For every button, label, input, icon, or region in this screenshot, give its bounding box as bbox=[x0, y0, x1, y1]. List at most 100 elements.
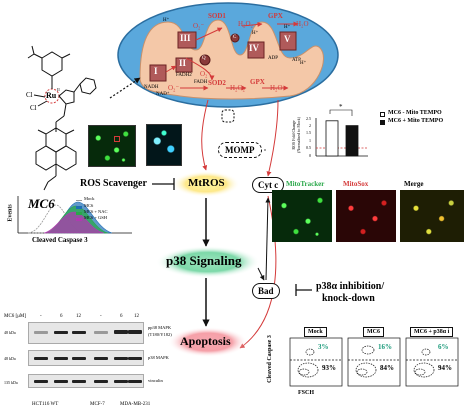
ros-scavenger-inhibition bbox=[152, 178, 175, 190]
micro-image-mitosox bbox=[336, 190, 396, 242]
flow-bottom-0: 93% bbox=[322, 364, 336, 372]
wb-band bbox=[128, 380, 142, 383]
micro-title-mitosox: MitoSox bbox=[343, 180, 369, 188]
cell-image-zoom bbox=[146, 124, 182, 166]
p38-inhibitor-inhibition bbox=[295, 284, 312, 296]
hplus-label-2: H⁺ bbox=[252, 31, 259, 36]
micro-image-mitotracker bbox=[272, 190, 332, 242]
bar-mc6-plus-tempo bbox=[345, 125, 359, 157]
ros-bar-chart bbox=[315, 109, 368, 157]
h2o-mid-label: H₂O bbox=[270, 84, 283, 92]
wb-row-name-2: vinculin bbox=[148, 378, 163, 383]
sod1-label: SOD1 bbox=[208, 12, 226, 20]
wb-blot-row-2 bbox=[28, 374, 144, 388]
hist-legend-mc6-gsh: MC6 + GSH bbox=[84, 215, 108, 220]
legend-plus: MC6 + Mito TEMPO bbox=[388, 118, 444, 124]
apoptosis-glow bbox=[168, 327, 248, 357]
hist-legend-swatch-3 bbox=[76, 218, 82, 221]
zoom-marker bbox=[114, 136, 120, 142]
wb-kda-1: 48 kDa bbox=[4, 356, 16, 361]
complex-I-label: I bbox=[154, 66, 158, 76]
dashed-pore bbox=[221, 109, 235, 123]
gpx-mid-label: GPX bbox=[250, 78, 265, 86]
bad-node: Bad bbox=[252, 283, 280, 299]
o2-mid2-label: O₂⁻ bbox=[168, 84, 180, 92]
ros-scavenger-label: ROS Scavenger bbox=[80, 178, 147, 189]
micro-image-merge bbox=[400, 190, 464, 242]
wb-cell-line-2: MDA-MB-231 bbox=[120, 402, 151, 407]
complex-IV-box bbox=[247, 41, 265, 59]
complex-III-label: III bbox=[180, 33, 191, 43]
adp-label: ADP bbox=[268, 56, 279, 61]
hist-ylabel: Events bbox=[7, 204, 14, 222]
complex-II-label: II bbox=[179, 58, 187, 68]
hist-legend-mc6-nac: MC6 + NAC bbox=[84, 209, 108, 214]
wb-band bbox=[114, 357, 128, 360]
ru-label: Ru bbox=[46, 91, 57, 100]
flow-top-0: 3% bbox=[318, 343, 329, 351]
legend-minus: MC6 - Mito TEMPO bbox=[388, 110, 442, 116]
micro-title-merge: Merge bbox=[404, 180, 424, 188]
flow-title-2: MC6 + p38α i bbox=[410, 327, 454, 337]
flow-top-2: 6% bbox=[438, 343, 449, 351]
p38-inhibition-line2: knock-down bbox=[322, 293, 375, 304]
wb-blot-row-1 bbox=[28, 350, 144, 366]
p38-glow bbox=[156, 246, 260, 278]
wb-kda-2: 135 kDa bbox=[4, 380, 18, 385]
legend-swatch-plus bbox=[380, 120, 385, 125]
wb-band bbox=[54, 380, 68, 383]
p38-to-bad-arrow bbox=[257, 267, 265, 281]
wb-dose-2: 12 bbox=[76, 314, 81, 319]
wb-band bbox=[114, 330, 128, 334]
cl-label-1: Cl bbox=[26, 91, 33, 99]
bar-ytick-0: 0 bbox=[309, 153, 311, 158]
bar-ytick-5: 2.5 bbox=[306, 116, 311, 121]
o2-mid-label: O₂⁻ bbox=[200, 70, 212, 78]
complex-I-box bbox=[149, 64, 167, 82]
flow-top-1: 16% bbox=[378, 343, 392, 351]
h2o2-mid-label: H₂O₂ bbox=[230, 84, 245, 92]
p38-node: p38 Signaling bbox=[166, 253, 242, 268]
hist-legend-swatch-2 bbox=[76, 212, 82, 215]
wb-band bbox=[54, 331, 68, 334]
cyt-circle bbox=[230, 33, 240, 43]
cl-label-2: Cl bbox=[30, 104, 37, 112]
nadh-label: NADH bbox=[144, 85, 159, 90]
nad-label: NAD⁺ bbox=[156, 92, 170, 97]
bar-ytick-2: 1 bbox=[309, 138, 311, 143]
bar-ylabel: ROS Fold Change (Normalized to Mock) bbox=[291, 117, 301, 153]
wb-band bbox=[72, 357, 86, 360]
flow-panels bbox=[289, 337, 459, 387]
mito-to-mtros-arrow bbox=[201, 99, 209, 171]
mito-to-cytc-arrow bbox=[266, 99, 279, 177]
hist-legend-swatch-1 bbox=[76, 206, 82, 209]
wb-band bbox=[34, 331, 48, 334]
cyt-label: C bbox=[233, 35, 237, 40]
hist-xlabel: Cleaved Caspase 3 bbox=[32, 236, 88, 244]
cytc-node: Cyt c bbox=[252, 177, 285, 193]
wb-row-name-0b: (T180/Y182) bbox=[148, 332, 172, 337]
wb-blot-row-0 bbox=[28, 322, 144, 344]
wb-band bbox=[54, 357, 68, 360]
wb-dose-1: 6 bbox=[60, 314, 63, 319]
wb-dose-5: 12 bbox=[134, 314, 139, 319]
wb-dose-3: - bbox=[100, 314, 102, 319]
hist-mc6-gsh bbox=[43, 211, 105, 234]
mc6-structure bbox=[27, 45, 97, 191]
bad-to-cytc-arrow bbox=[265, 197, 271, 281]
q-circle bbox=[199, 54, 211, 66]
flow-title-0: Mock bbox=[304, 327, 327, 337]
bar-ytick-4: 2 bbox=[309, 123, 311, 128]
gpx-top-label: GPX bbox=[268, 12, 283, 20]
wb-header-label: MC6 [μM] bbox=[4, 314, 26, 319]
hist-legend-mc6: MC6 bbox=[84, 203, 94, 208]
flow-bottom-2: 94% bbox=[438, 364, 452, 372]
cell-image-green bbox=[88, 125, 136, 167]
hplus-label-4: H⁺ bbox=[300, 61, 307, 66]
atp-label: ATP bbox=[292, 58, 301, 63]
hist-legend-mock: Mock bbox=[84, 196, 95, 201]
bar-ytick-3: 1.5 bbox=[306, 130, 311, 135]
bar-ytick-1: 0.5 bbox=[306, 145, 311, 150]
fadh-label: FADH bbox=[194, 80, 208, 85]
h2o-top-label: H₂O bbox=[296, 20, 309, 28]
